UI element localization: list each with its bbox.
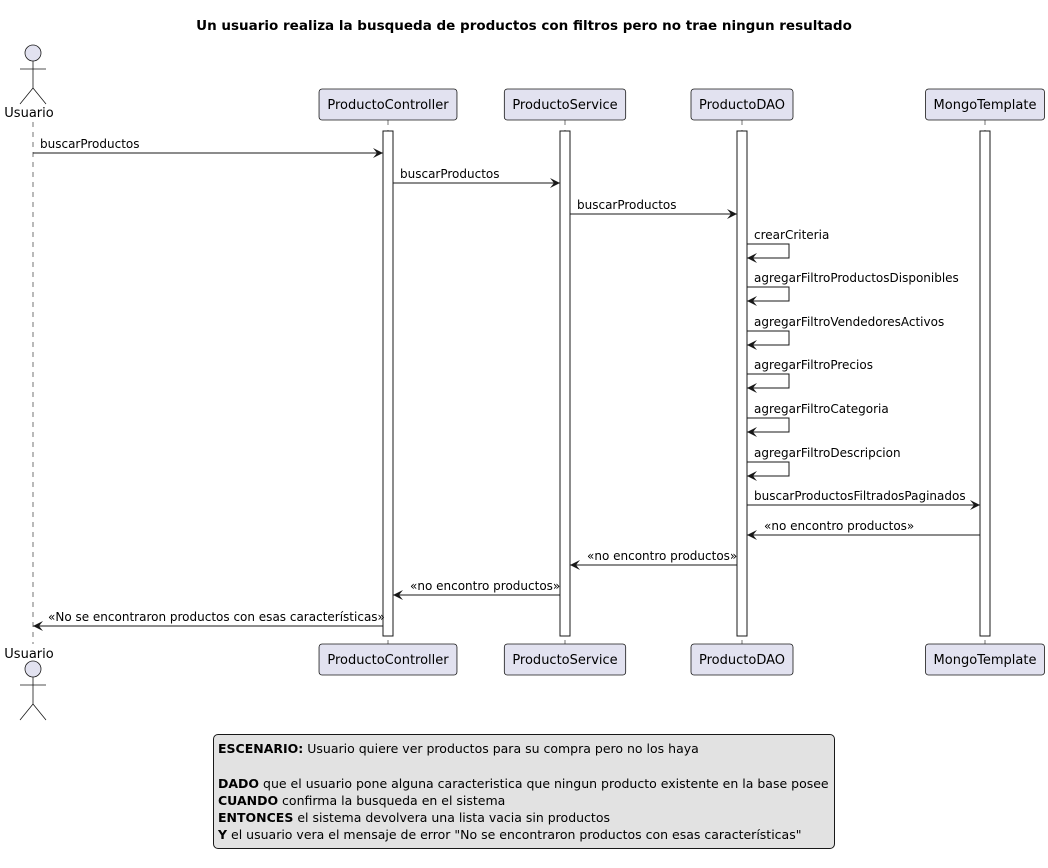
message-label: buscarProductos [400, 167, 500, 181]
note-when-line: CUANDO confirma la busqueda en el sistem… [218, 792, 830, 809]
actor-body [19, 61, 47, 105]
message-1: buscarProductos [33, 137, 383, 158]
message-label: buscarProductos [577, 198, 677, 212]
participant-label: ProductoController [327, 653, 449, 668]
message-label: agregarFiltroPrecios [754, 358, 873, 372]
message-arrow [747, 373, 790, 393]
participant-box [503, 88, 627, 121]
message-label: agregarFiltroProductosDisponibles [754, 271, 959, 285]
message-8: agregarFiltroCategoria [747, 402, 889, 437]
message-13: «no encontro productos» [393, 579, 560, 600]
actor-usuario-bottom: Usuario [4, 647, 54, 721]
message-11: «no encontro productos» [747, 519, 980, 540]
participant-box [925, 88, 1045, 121]
message-label: «no encontro productos» [410, 579, 560, 593]
participant-controller-top: ProductoController [318, 88, 458, 121]
message-12: «no encontro productos» [570, 549, 737, 570]
participant-service-bottom: ProductoService [503, 643, 627, 676]
note-then-line: ENTONCES el sistema devolvera una lista … [218, 809, 830, 826]
participant-controller-bottom: ProductoController [318, 643, 458, 676]
note-and-line: Y el usuario vera el mensaje de error "N… [218, 826, 830, 843]
message-7: agregarFiltroPrecios [747, 358, 873, 393]
note-and-label: Y [218, 827, 228, 842]
note-when-text: confirma la busqueda en el sistema [278, 793, 506, 808]
activation-bar-controller [382, 130, 394, 637]
note-given-label: DADO [218, 776, 260, 791]
message-label: agregarFiltroVendedoresActivos [754, 315, 944, 329]
participant-label: ProductoDAO [699, 653, 785, 668]
message-arrow [747, 461, 790, 481]
activation-bar-mongo [979, 130, 991, 637]
participant-box [503, 643, 627, 676]
participant-box [690, 88, 794, 121]
message-4: crearCriteria [747, 228, 829, 263]
diagram-title: Un usuario realiza la busqueda de produc… [196, 18, 852, 34]
activation-bar-dao [736, 130, 748, 637]
message-label: crearCriteria [754, 228, 829, 242]
message-label: «No se encontraron productos con esas ca… [48, 610, 385, 624]
message-label: buscarProductos [40, 137, 140, 151]
message-label: agregarFiltroDescripcion [754, 446, 901, 460]
participant-label: MongoTemplate [934, 653, 1037, 668]
scenario-note: ESCENARIO: Usuario quiere ver productos … [213, 734, 835, 849]
message-arrow [747, 330, 790, 350]
participant-heads: ProductoControllerProductoControllerProd… [4, 44, 1045, 721]
participant-label: MongoTemplate [934, 98, 1037, 113]
message-arrow [747, 286, 790, 306]
message-6: agregarFiltroVendedoresActivos [747, 315, 944, 350]
message-label: buscarProductosFiltradosPaginados [754, 489, 966, 503]
participant-box [318, 643, 458, 676]
note-spacer [218, 757, 830, 775]
note-when-label: CUANDO [218, 793, 279, 808]
message-3: buscarProductos [570, 198, 737, 219]
message-label: agregarFiltroCategoria [754, 402, 889, 416]
note-scenario-text: Usuario quiere ver productos para su com… [303, 741, 699, 756]
participant-box [690, 643, 794, 676]
note-given-text: que el usuario pone alguna caracteristic… [259, 776, 829, 791]
actor-icon [24, 44, 42, 62]
note-scenario-line: ESCENARIO: Usuario quiere ver productos … [218, 740, 830, 757]
message-arrow [747, 417, 790, 437]
note-and-text: el usuario vera el mensaje de error "No … [227, 827, 802, 842]
note-then-label: ENTONCES [218, 810, 294, 825]
lifelines [32, 120, 986, 644]
participant-dao-top: ProductoDAO [690, 88, 794, 121]
message-5: agregarFiltroProductosDisponibles [747, 271, 959, 306]
activation-bar-service [559, 130, 571, 637]
message-9: agregarFiltroDescripcion [747, 446, 901, 481]
participant-label: ProductoDAO [699, 98, 785, 113]
actor-label: Usuario [4, 647, 53, 662]
message-2: buscarProductos [393, 167, 560, 188]
participant-box [925, 643, 1045, 676]
note-then-text: el sistema devolvera una lista vacia sin… [293, 810, 610, 825]
participant-label: ProductoController [327, 98, 449, 113]
participant-service-top: ProductoService [503, 88, 627, 121]
actor-label: Usuario [4, 106, 53, 121]
message-14: «No se encontraron productos con esas ca… [33, 610, 385, 631]
actor-body [19, 677, 47, 721]
participant-label: ProductoService [512, 653, 617, 668]
participant-mongo-top: MongoTemplate [925, 88, 1045, 121]
participant-dao-bottom: ProductoDAO [690, 643, 794, 676]
message-label: «no encontro productos» [587, 549, 737, 563]
actor-usuario-top: Usuario [4, 44, 54, 121]
message-10: buscarProductosFiltradosPaginados [747, 489, 980, 510]
participant-label: ProductoService [512, 98, 617, 113]
message-arrow [747, 243, 790, 263]
participant-box [318, 88, 458, 121]
message-label: «no encontro productos» [764, 519, 914, 533]
note-given-line: DADO que el usuario pone alguna caracter… [218, 775, 830, 792]
actor-icon [24, 660, 42, 678]
activation-bars [382, 130, 991, 637]
messages: buscarProductos buscarProductos buscarProd… [33, 137, 980, 631]
participant-mongo-bottom: MongoTemplate [925, 643, 1045, 676]
note-scenario-label: ESCENARIO: [218, 741, 304, 756]
